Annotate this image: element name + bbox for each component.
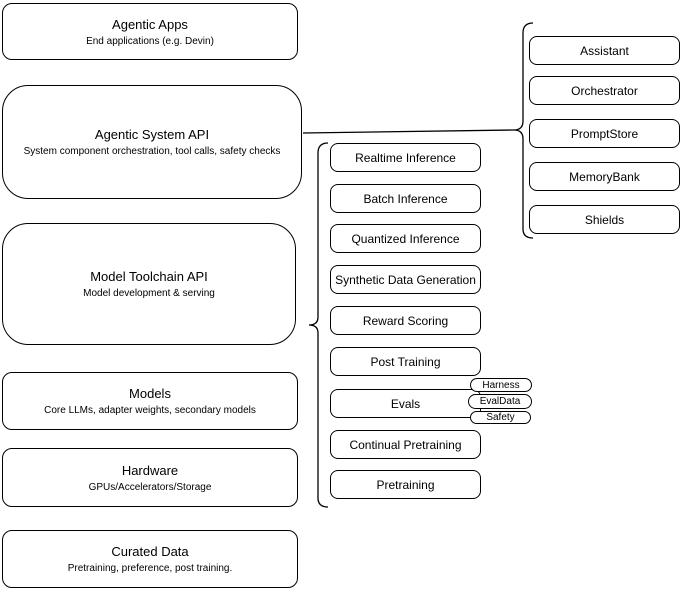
layer-title: Agentic Apps: [112, 16, 188, 32]
toolchain-item-batch-inference: Batch Inference: [330, 184, 481, 213]
layer-title: Hardware: [121, 462, 179, 478]
node-label: Post Training: [370, 354, 441, 369]
node-label: Pretraining: [376, 477, 435, 492]
toolchain-item-post-training: Post Training: [330, 347, 481, 376]
toolchain-item-quantized-inference: Quantized Inference: [330, 224, 481, 253]
layer-curated-data: Curated Data Pretraining, preference, po…: [2, 530, 298, 588]
toolchain-item-realtime-inference: Realtime Inference: [330, 143, 481, 172]
layer-subtitle: Pretraining, preference, post training.: [67, 563, 233, 574]
brace-toolchain-items: [308, 142, 329, 508]
pill-label: Safety: [486, 412, 515, 423]
toolchain-item-synthetic-data-generation: Synthetic Data Generation: [330, 265, 481, 294]
layer-title: Agentic System API: [94, 127, 210, 142]
layer-models: Models Core LLMs, adapter weights, secon…: [2, 372, 298, 430]
layer-agentic-apps: Agentic Apps End applications (e.g. Devi…: [2, 3, 298, 60]
toolchain-item-reward-scoring: Reward Scoring: [330, 306, 481, 335]
eval-tag-evaldata: EvalData: [468, 394, 532, 409]
pill-label: Harness: [482, 379, 520, 391]
system-component-promptstore: PromptStore: [529, 119, 680, 148]
connector-system-api-to-components: [302, 129, 515, 134]
layer-subtitle: End applications (e.g. Devin): [86, 35, 214, 47]
system-component-assistant: Assistant: [529, 36, 680, 65]
node-label: Reward Scoring: [362, 313, 449, 328]
system-component-shields: Shields: [529, 205, 680, 234]
node-label: Quantized Inference: [351, 231, 460, 246]
layer-title: Models: [129, 386, 171, 401]
node-label: Continual Pretraining: [349, 437, 462, 452]
system-component-memorybank: MemoryBank: [529, 162, 680, 191]
pill-label: EvalData: [479, 396, 521, 407]
toolchain-item-evals: Evals: [330, 389, 481, 418]
layer-title: Curated Data: [111, 544, 189, 559]
layer-subtitle: Model development & serving: [83, 288, 215, 299]
layer-model-toolchain-api: Model Toolchain API Model development & …: [2, 223, 296, 345]
system-component-orchestrator: Orchestrator: [529, 76, 680, 105]
node-label: MemoryBank: [569, 169, 640, 184]
toolchain-item-continual-pretraining: Continual Pretraining: [330, 430, 481, 459]
node-label: Assistant: [580, 43, 629, 58]
brace-system-components: [513, 22, 534, 239]
layer-subtitle: GPUs/Accelerators/Storage: [88, 481, 212, 493]
node-label: PromptStore: [570, 126, 639, 141]
layer-subtitle: Core LLMs, adapter weights, secondary mo…: [44, 405, 256, 416]
node-label: Shields: [584, 212, 625, 227]
node-label: Synthetic Data Generation: [335, 272, 476, 287]
layer-hardware: Hardware GPUs/Accelerators/Storage: [2, 448, 298, 507]
layer-agentic-system-api: Agentic System API System component orch…: [2, 85, 302, 199]
layer-title: Model Toolchain API: [90, 269, 208, 284]
node-label: Orchestrator: [571, 83, 638, 98]
layer-subtitle: System component orchestration, tool cal…: [23, 146, 281, 157]
node-label: Batch Inference: [363, 191, 448, 206]
eval-tag-harness: Harness: [470, 378, 532, 392]
node-label: Realtime Inference: [355, 150, 456, 165]
eval-tag-safety: Safety: [470, 411, 531, 424]
toolchain-item-pretraining: Pretraining: [330, 470, 481, 499]
node-label: Evals: [390, 396, 421, 411]
